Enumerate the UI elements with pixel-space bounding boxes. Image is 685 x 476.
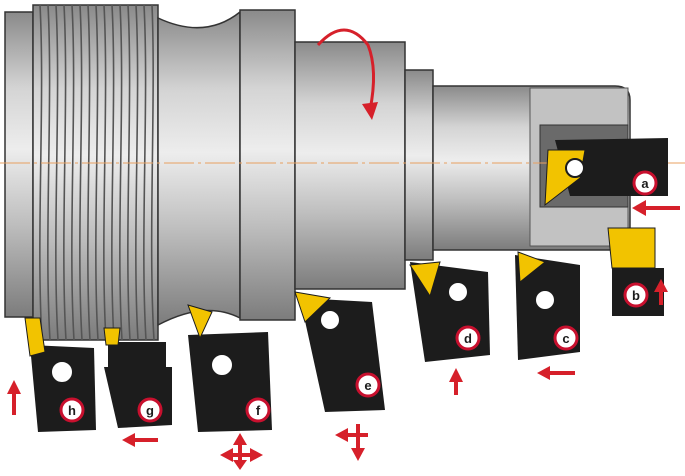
- tool-c: c: [515, 251, 580, 380]
- tool-f-label: f: [256, 403, 261, 418]
- tool-b: b: [607, 227, 668, 316]
- tool-b-label: b: [632, 288, 640, 303]
- tool-g: g: [103, 327, 172, 447]
- tool-h-arrow-icon: [7, 380, 21, 415]
- tool-g-blade: [108, 342, 166, 367]
- tool-e: e: [294, 291, 385, 461]
- tool-g-arrow-icon: [122, 433, 158, 447]
- tool-d-screw: [447, 281, 469, 303]
- tool-f-label-circle: [245, 397, 271, 423]
- tool-d: d: [409, 261, 490, 395]
- thread-lines: [39, 4, 155, 341]
- workpiece: [0, 4, 685, 341]
- tool-d-arrow-icon: [449, 368, 463, 395]
- tool-a: a: [544, 138, 680, 216]
- tool-a-label-circle: [632, 170, 658, 196]
- tool-h-label: h: [68, 403, 76, 418]
- tool-d-insert: [409, 261, 441, 298]
- tool-h: h: [7, 317, 96, 432]
- tool-f-screw: [210, 353, 234, 377]
- tool-c-insert: [517, 251, 547, 283]
- groove-section: [157, 10, 241, 327]
- tool-c-screw: [534, 289, 556, 311]
- tool-h-insert: [24, 317, 46, 357]
- tool-b-label-circle: [623, 282, 649, 308]
- tool-h-screw: [50, 360, 74, 384]
- threaded-section: [32, 4, 159, 341]
- step-shoulder: [404, 69, 434, 261]
- tool-c-label-circle: [553, 325, 579, 351]
- tool-c-arrow-icon: [537, 366, 575, 380]
- main-diameter: [294, 41, 406, 290]
- tool-e-arrow-icon: [335, 424, 368, 461]
- tool-g-holder: [104, 367, 172, 428]
- tool-c-label: c: [562, 331, 569, 346]
- tool-g-label-circle: [137, 397, 163, 423]
- tool-e-label: e: [364, 378, 371, 393]
- tool-d-label: d: [464, 331, 472, 346]
- tool-b-arrow-icon: [654, 279, 668, 305]
- tool-h-holder: [30, 345, 96, 432]
- tool-e-insert: [294, 291, 332, 323]
- tool-h-label-circle: [59, 397, 85, 423]
- tool-f: f: [187, 304, 272, 470]
- tool-d-label-circle: [455, 325, 481, 351]
- tool-f-insert: [187, 304, 213, 340]
- tool-b-insert: [607, 227, 656, 269]
- tool-g-label: g: [146, 403, 154, 418]
- large-diameter: [239, 9, 296, 321]
- left-flange: [4, 11, 34, 318]
- tool-e-screw: [319, 309, 341, 331]
- tool-a-arrow-icon: [632, 200, 680, 216]
- tool-g-insert: [103, 327, 121, 346]
- tool-a-label: a: [641, 176, 649, 191]
- tool-e-label-circle: [355, 372, 381, 398]
- tool-a-screw: [565, 158, 585, 178]
- tool-f-arrow-icon: [220, 433, 263, 470]
- curved-rotation-arrow-icon: [316, 28, 378, 120]
